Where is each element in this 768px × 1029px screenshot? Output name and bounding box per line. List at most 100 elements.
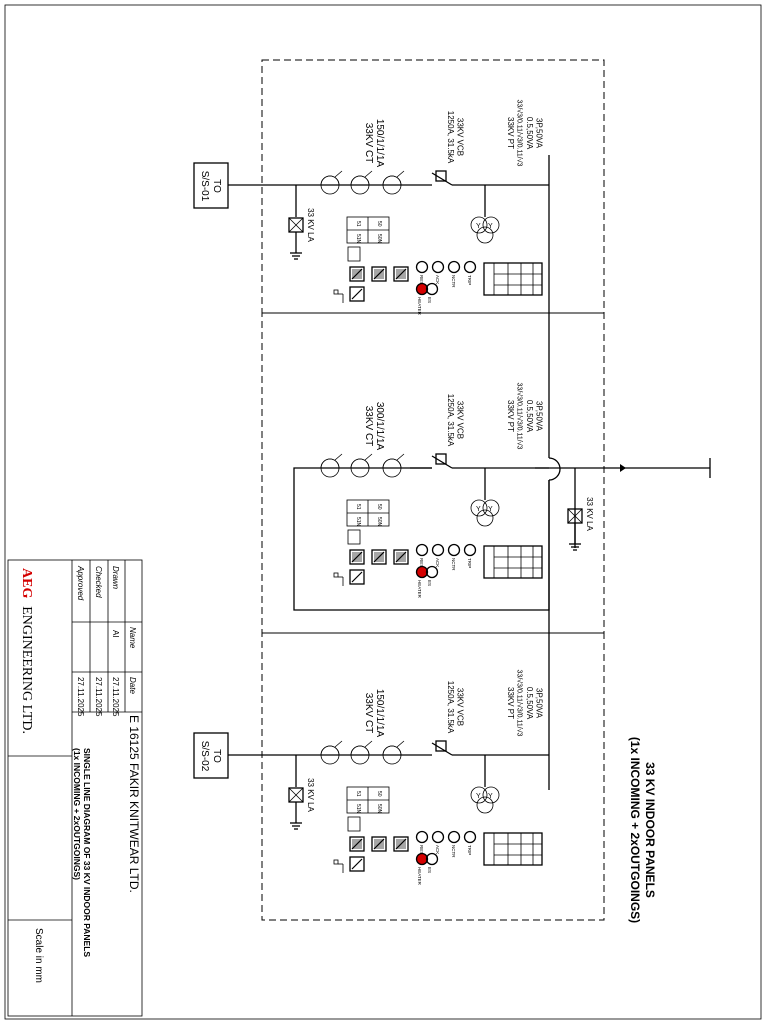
project-title: E 16125 FAKIR KNITWEAR LTD. bbox=[127, 715, 141, 893]
heater-label: HEATER bbox=[417, 297, 422, 316]
meter-box-icon bbox=[347, 246, 361, 262]
ct-label-ratio: 300/1/1/1A bbox=[374, 402, 385, 451]
indicator-lamp-icon bbox=[415, 260, 429, 274]
lamp-label-text: RESET bbox=[419, 558, 424, 573]
meter-icon bbox=[371, 836, 387, 852]
heading-line-1: 33 KV INDOOR PANELS bbox=[643, 762, 657, 898]
indicator-lamp-icon bbox=[415, 830, 429, 844]
vcb-switch-blade bbox=[431, 455, 453, 469]
relay-code: 51 bbox=[355, 221, 361, 227]
col-date-header: Date bbox=[128, 677, 137, 694]
incoming-la-symbol: 33 KV LA bbox=[567, 497, 594, 551]
incoming-panel-loop bbox=[293, 467, 550, 611]
vcb-label-rating: 1250A, 31.5kA bbox=[446, 111, 455, 164]
la-label-text: 33 KV LA bbox=[585, 497, 594, 531]
relay-label-0: 50 bbox=[376, 221, 382, 227]
relay-code: 51 bbox=[355, 791, 361, 797]
heater-label-text: HEATER bbox=[417, 297, 422, 316]
incoming-la-icon bbox=[567, 508, 583, 551]
pt-label-line-1: 33/√3/0.11/√3/0.11/√3 bbox=[516, 670, 524, 737]
heater-lamp-icon bbox=[415, 565, 429, 579]
es-label-text: ES bbox=[427, 580, 432, 586]
relay-code: 51N bbox=[355, 804, 361, 814]
dest-ss01-name: S/S-01 bbox=[199, 171, 210, 202]
ct-coils-icon bbox=[320, 453, 405, 478]
relay-code: 50 bbox=[376, 221, 382, 227]
pt-label-line-2: 0.5,50VA bbox=[525, 400, 534, 433]
col-name-header: Name bbox=[128, 627, 137, 649]
es-lamp-icon bbox=[425, 282, 439, 296]
ct-label-ratio: 150/1/1/1A bbox=[374, 689, 385, 738]
es-label: ES bbox=[427, 297, 432, 303]
incoming-la-label: 33 KV LA bbox=[585, 497, 594, 531]
lamp-label-2: ACK bbox=[435, 558, 440, 567]
ct-coils-icon bbox=[320, 170, 405, 195]
vcb-aux-box bbox=[435, 170, 447, 182]
dest-ss02-to: TO bbox=[211, 749, 222, 763]
vcb-aux-box bbox=[435, 453, 447, 465]
company-brand: AEG bbox=[19, 568, 34, 598]
la-label: 33 KV LA bbox=[306, 778, 315, 812]
lamp-label-3: RESET bbox=[419, 558, 424, 573]
svg-text:Y: Y bbox=[488, 793, 493, 800]
heater-label: HEATER bbox=[417, 867, 422, 886]
lamp-label-text: RESET bbox=[419, 845, 424, 860]
lamp-label-3: RESET bbox=[419, 275, 424, 290]
indicator-lamp-icon bbox=[431, 830, 445, 844]
meter-icon bbox=[393, 836, 409, 852]
es-lamp-icon bbox=[425, 565, 439, 579]
meter-icon bbox=[371, 549, 387, 565]
relay-label-1: 50N bbox=[376, 517, 382, 527]
svg-text:Y: Y bbox=[476, 506, 481, 513]
relay-label-2: 51 bbox=[355, 791, 361, 797]
indicator-lamp-icon bbox=[447, 260, 461, 274]
lamp-label-1: NCTR bbox=[451, 558, 456, 571]
vcb-aux-box bbox=[435, 740, 447, 752]
relay-label-3: 51N bbox=[355, 234, 361, 244]
relay-label-3: 51N bbox=[355, 517, 361, 527]
multifunction-meter-icon bbox=[483, 262, 543, 296]
meter-symbols bbox=[333, 549, 409, 586]
vcb-label-rating: 1250A, 31.5kA bbox=[446, 681, 455, 734]
svg-text:Y: Y bbox=[476, 793, 481, 800]
relay-label-3: 51N bbox=[355, 804, 361, 814]
pt-label-line-0: 33KV PT bbox=[506, 687, 515, 719]
multifunction-meter-icon bbox=[483, 832, 543, 866]
relay-label-2: 51 bbox=[355, 504, 361, 510]
ct-label-type: 33KV CT bbox=[363, 123, 374, 164]
pt-label-line-3: 3P,50VA bbox=[535, 118, 544, 149]
indicator-lamp-icon bbox=[431, 543, 445, 557]
lamp-label-text: TRIP bbox=[467, 845, 472, 855]
vcb-label-type: 33KV VCB bbox=[456, 118, 465, 156]
panel-enclosure-incoming bbox=[261, 312, 605, 634]
lamp-label-text: NCTR bbox=[451, 845, 456, 858]
lamp-label-2: ACK bbox=[435, 275, 440, 284]
la-label: 33 KV LA bbox=[306, 208, 315, 242]
relay-code: 50N bbox=[376, 517, 382, 527]
heater-lamp-icon bbox=[415, 852, 429, 866]
pt-label-line-2: 0.5,50VA bbox=[525, 117, 534, 150]
row-checked-role: Checked bbox=[94, 566, 103, 598]
relay-label-0: 50 bbox=[376, 791, 382, 797]
relay-code: 50 bbox=[376, 791, 382, 797]
es-label: ES bbox=[427, 867, 432, 873]
la-label-text: 33 KV LA bbox=[306, 778, 315, 812]
outgoing-0-la-icon bbox=[288, 217, 304, 260]
relay-code: 51N bbox=[355, 234, 361, 244]
company-logo: AEG ENGINEERING LTD. bbox=[19, 568, 34, 734]
svg-text:Y: Y bbox=[476, 223, 481, 230]
vcb-label-type: 33KV VCB bbox=[456, 688, 465, 726]
lamp-label-1: NCTR bbox=[451, 845, 456, 858]
es-label: ES bbox=[427, 580, 432, 586]
scale-note: Scale in mm bbox=[33, 928, 44, 983]
